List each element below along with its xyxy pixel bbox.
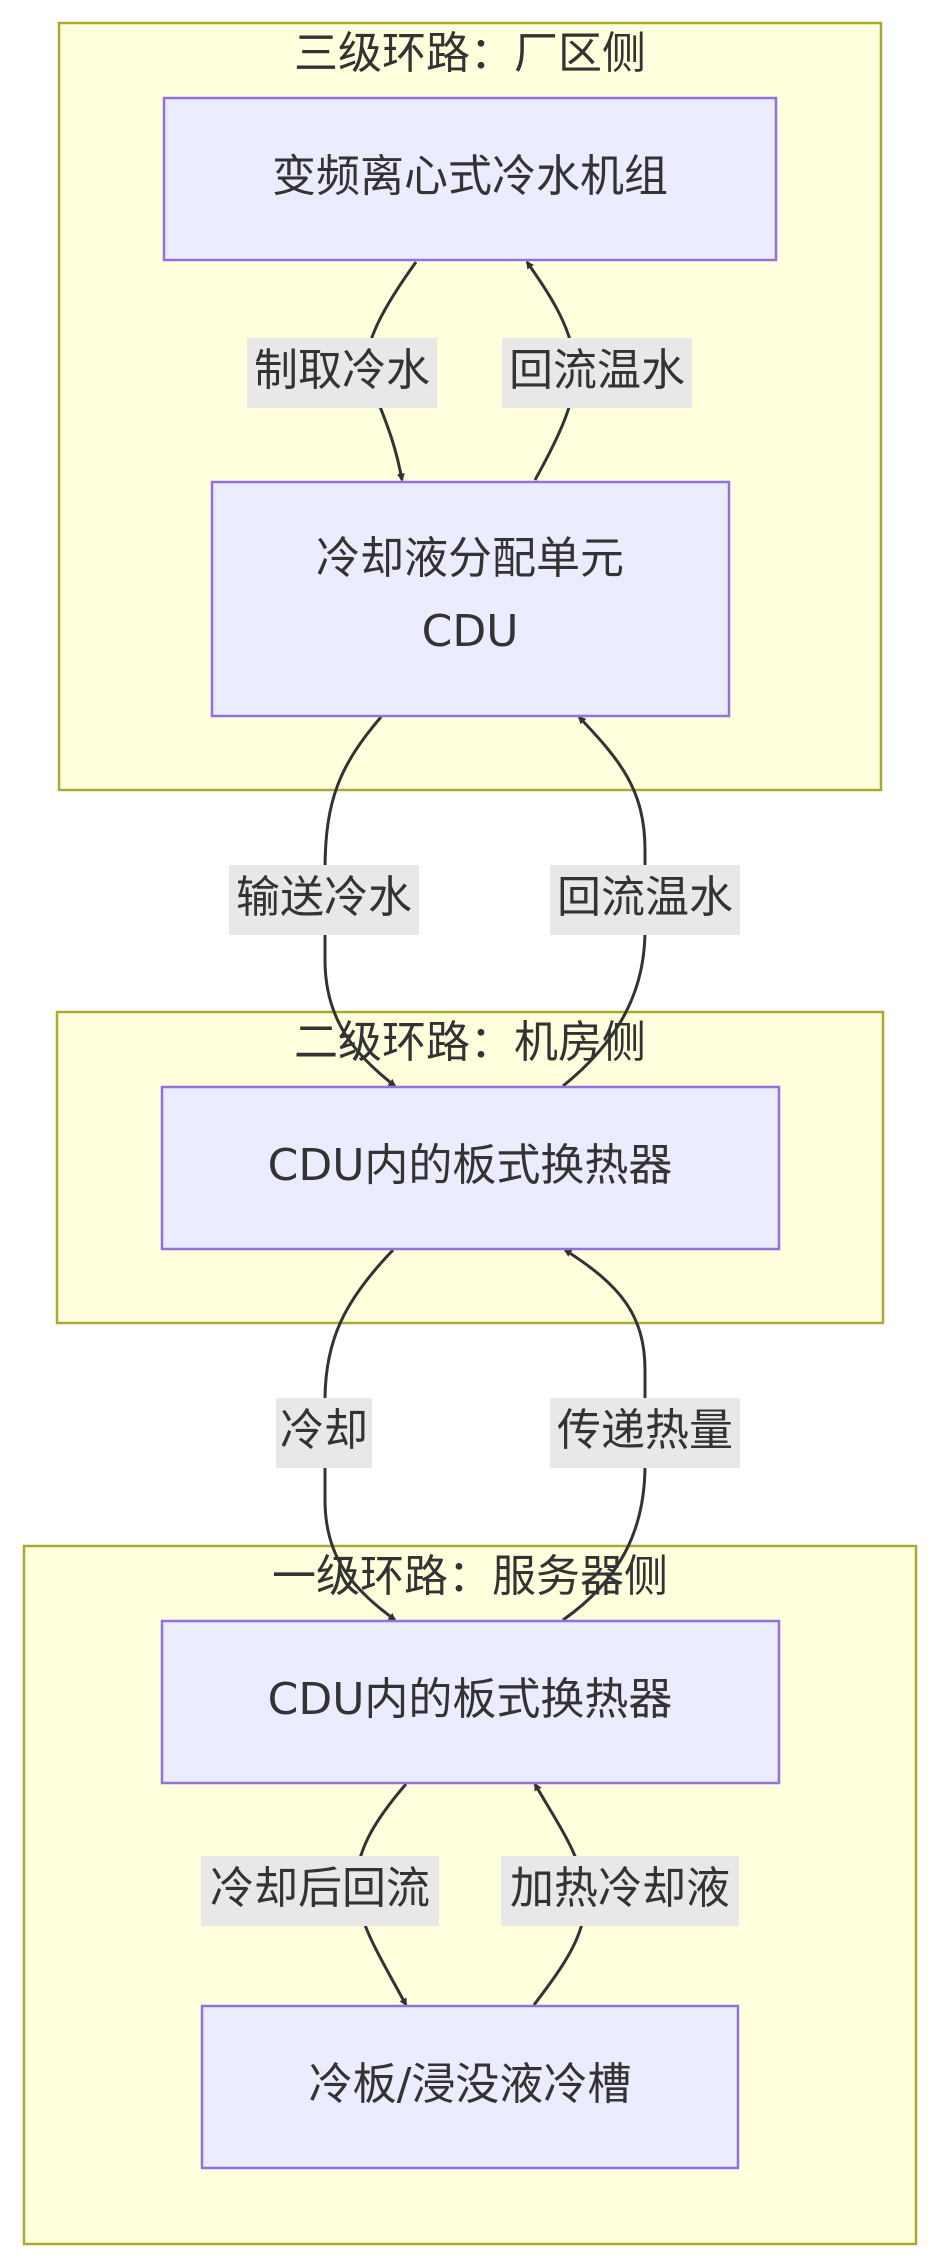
edge-label-chiller-to-cdu-text: 制取冷水 (254, 345, 430, 396)
edge-label-hx-server-to-plate: 冷却后回流 (201, 1856, 439, 1926)
node-hx-room: CDU内的板式换热器 (160, 1085, 781, 1251)
node-hx-server: CDU内的板式换热器 (160, 1619, 781, 1785)
edge-label-cdu-to-hx-room: 输送冷水 (229, 865, 419, 935)
edge-label-hx-room-to-hx-server-text: 冷却 (280, 1405, 368, 1456)
node-cdu-unit-line1: 冷却液分配单元 (316, 533, 624, 584)
edge-label-cdu-to-chiller: 回流温水 (502, 338, 692, 408)
node-chiller: 变频离心式冷水机组 (162, 96, 778, 262)
edge-label-cdu-to-hx-room-text: 输送冷水 (236, 872, 412, 923)
node-cdu-unit-line2: CDU (422, 606, 519, 657)
edge-label-hx-room-to-cdu-text: 回流温水 (557, 872, 733, 923)
edge-label-hx-server-to-hx-room: 传递热量 (550, 1398, 740, 1468)
node-cold-plate-label: 冷板/浸没液冷槽 (309, 2059, 632, 2110)
node-cold-plate: 冷板/浸没液冷槽 (200, 2004, 740, 2170)
edge-label-plate-to-hx-server-text: 加热冷却液 (510, 1863, 730, 1914)
edge-label-hx-room-to-hx-server: 冷却 (276, 1398, 372, 1468)
cluster-tier3-title: 三级环路：厂区侧 (294, 28, 646, 79)
edge-label-cdu-to-chiller-text: 回流温水 (509, 345, 685, 396)
edge-label-plate-to-hx-server: 加热冷却液 (501, 1856, 739, 1926)
edge-label-hx-server-to-plate-text: 冷却后回流 (210, 1863, 430, 1914)
node-cdu-unit: 冷却液分配单元 CDU (210, 480, 731, 718)
node-hx-room-label: CDU内的板式换热器 (268, 1140, 673, 1191)
node-chiller-label: 变频离心式冷水机组 (272, 151, 668, 202)
node-hx-server-label: CDU内的板式换热器 (268, 1674, 673, 1725)
cluster-tier2-title: 二级环路：机房侧 (294, 1017, 646, 1068)
edge-label-hx-server-to-hx-room-text: 传递热量 (557, 1405, 733, 1456)
edge-label-hx-room-to-cdu: 回流温水 (550, 865, 740, 935)
edge-label-chiller-to-cdu: 制取冷水 (247, 338, 437, 408)
